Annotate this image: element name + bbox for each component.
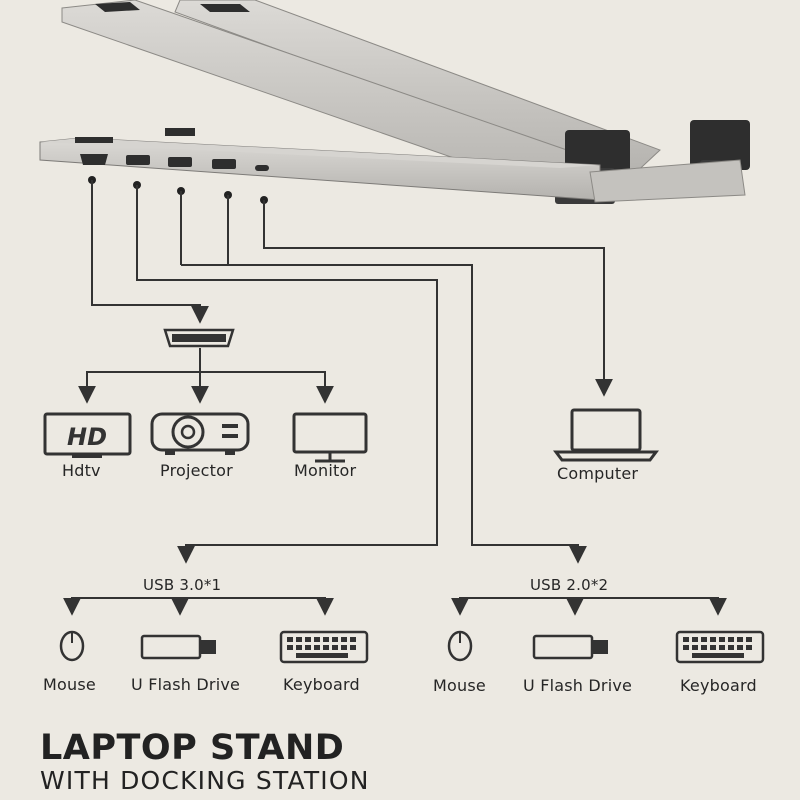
monitor-label: Monitor — [294, 461, 357, 480]
hdtv-icon: HD — [43, 412, 132, 458]
computer-label: Computer — [557, 464, 639, 483]
product-title: LAPTOP STAND — [40, 728, 345, 768]
usb3-flash-drive-label: U Flash Drive — [131, 675, 241, 694]
usb2-flash-drive-label: U Flash Drive — [523, 676, 633, 695]
keyboard-icon — [675, 630, 765, 664]
usb3-group-label: USB 3.0*1 — [143, 576, 222, 594]
usb2-group-label: USB 2.0*2 — [530, 576, 609, 594]
hd-text: HD — [67, 423, 107, 451]
hdmi-adapter-icon — [163, 328, 235, 348]
product-subtitle: WITH DOCKING STATION — [40, 766, 370, 795]
hdtv-label: Hdtv — [62, 461, 101, 480]
hdmi-port — [80, 154, 108, 165]
usb3-line — [136, 185, 438, 564]
usb2-keyboard-label: Keyboard — [680, 676, 757, 695]
usb3-keyboard-label: Keyboard — [283, 675, 360, 694]
usb3-port — [126, 155, 150, 165]
mouse-icon — [59, 630, 85, 662]
computer-icon — [553, 408, 659, 462]
rubber-pad — [690, 120, 750, 170]
projector-label: Projector — [160, 461, 233, 480]
mouse-icon — [447, 630, 473, 662]
usb-flash-drive-icon — [140, 634, 216, 660]
laptop-stand — [39, 0, 750, 204]
connection-lines — [63, 176, 727, 616]
usb2-port — [168, 157, 192, 167]
hdmi-line — [91, 180, 209, 324]
projector-icon — [150, 412, 250, 455]
monitor-icon — [292, 412, 368, 463]
usb-c-line — [263, 200, 613, 397]
keyboard-icon — [279, 630, 369, 664]
usb2-line — [181, 264, 587, 564]
usb2-port — [212, 159, 236, 169]
usb2-mouse-label: Mouse — [433, 676, 486, 695]
usb-flash-drive-icon — [532, 634, 608, 660]
usb-c-port — [255, 165, 269, 171]
usb3-mouse-label: Mouse — [43, 675, 96, 694]
